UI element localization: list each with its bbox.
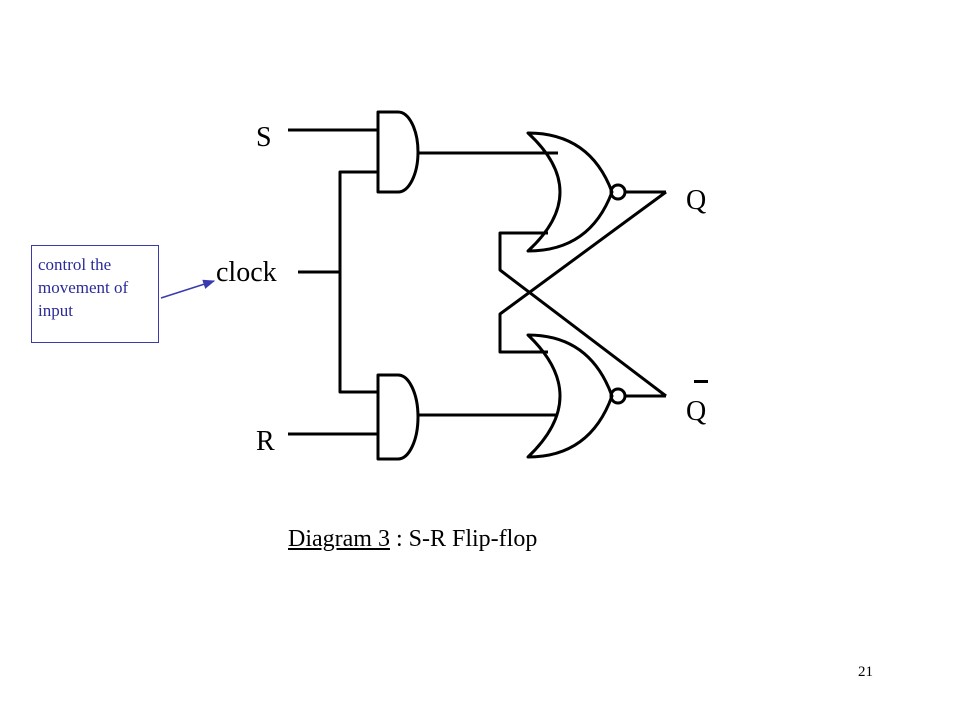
q-bar-output-label: Q bbox=[686, 396, 707, 427]
and-gate-bottom bbox=[376, 373, 420, 461]
diagram-caption: Diagram 3 : S-R Flip-flop bbox=[288, 526, 537, 553]
q-bar-overline bbox=[694, 380, 708, 383]
page-number: 21 bbox=[858, 664, 873, 680]
s-input-label: S bbox=[256, 122, 272, 153]
caption-title: S-R Flip-flop bbox=[408, 526, 538, 552]
annotation-callout: control the movement of input bbox=[31, 245, 159, 343]
r-input-label: R bbox=[256, 426, 275, 457]
clock-input-label: clock bbox=[216, 257, 277, 288]
caption-diagram-ref: Diagram 3 bbox=[288, 526, 390, 552]
annotation-arrow bbox=[160, 279, 216, 299]
and-gate-top bbox=[376, 110, 420, 194]
nor-gate-top bbox=[526, 131, 614, 253]
feedback-wire-q-to-bottom-nor bbox=[498, 190, 667, 354]
nor-gate-bottom bbox=[526, 333, 614, 459]
caption-separator: : bbox=[389, 526, 409, 552]
clock-bus-wire bbox=[338, 170, 378, 394]
feedback-wire-qbar-to-top-nor bbox=[498, 231, 667, 398]
q-output-label: Q bbox=[686, 185, 707, 216]
